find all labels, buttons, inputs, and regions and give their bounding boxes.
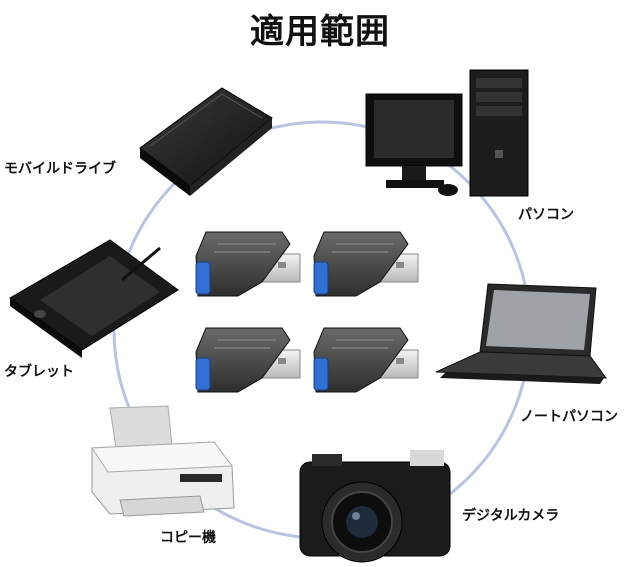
usb-adapter-bottom-left [195,327,301,393]
label-copier: コピー機 [160,530,216,546]
label-camera: デジタルカメラ [462,508,560,524]
desktop-pc-image [365,69,529,197]
usb-adapter-bottom-right [313,327,419,393]
label-mobile-drive: モバイルドライブ [4,161,116,177]
usb-adapter-top-left [195,231,301,297]
usb-adapter-top-right [313,231,419,297]
label-pc: パソコン [518,207,574,223]
tablet-image [9,239,179,358]
label-note-pc: ノートパソコン [520,409,618,425]
label-tablet: タブレット [4,364,74,380]
camera-image [299,450,451,563]
mobile-drive-image [139,87,273,196]
copier-image [91,405,235,517]
laptop-image [435,283,608,384]
page-title: 適用範囲 [250,12,390,52]
